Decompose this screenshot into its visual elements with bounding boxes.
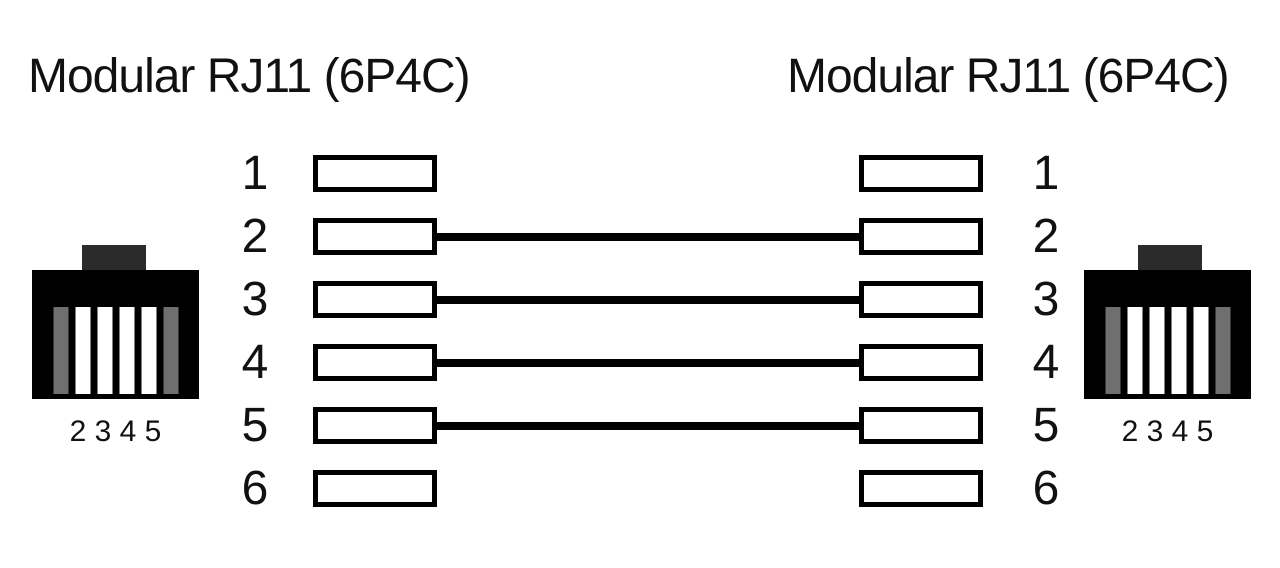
left-pin-number-3: 3: [241, 273, 269, 326]
left-jack-body: [32, 270, 199, 399]
left-pin-number-6: 6: [241, 462, 269, 515]
left-pin-box-4: [313, 344, 437, 381]
right-jack-latch: [1138, 245, 1202, 272]
right-pin-number-1: 1: [1032, 147, 1060, 200]
left-pin-row-3: 3: [230, 273, 437, 326]
right-pin-box-4: [859, 344, 983, 381]
left-contact-4: [119, 307, 134, 394]
right-contact-6: [1215, 307, 1230, 394]
wire-pin-3: [437, 295, 859, 304]
right-pin-row-6: 6: [859, 462, 1066, 515]
left-contact-5: [141, 307, 156, 394]
right-pin-box-6: [859, 470, 983, 507]
wire-pin-5: [437, 421, 859, 430]
wire-pin-4: [437, 358, 859, 367]
right-contact-4: [1171, 307, 1186, 394]
right-pin-number-3: 3: [1032, 273, 1060, 326]
left-pin-row-2: 2: [230, 210, 437, 263]
right-contact-5: [1193, 307, 1208, 394]
right-contact-1: [1105, 307, 1120, 394]
left-pin-box-3: [313, 281, 437, 318]
right-pin-box-5: [859, 407, 983, 444]
right-pin-number-2: 2: [1032, 210, 1060, 263]
left-jack-contacts: [53, 307, 178, 394]
right-pin-row-3: 3: [859, 273, 1066, 326]
left-pin-number-4: 4: [241, 336, 269, 389]
left-jack-pins-label: 2 3 4 5: [69, 415, 162, 448]
right-pin-box-2: [859, 218, 983, 255]
left-pin-row-1: 1: [230, 147, 437, 200]
left-pin-box-5: [313, 407, 437, 444]
right-pin-column: 1 2 3 4 5 6: [859, 147, 1066, 515]
right-pin-box-3: [859, 281, 983, 318]
left-jack-latch: [82, 245, 146, 272]
right-pin-row-4: 4: [859, 336, 1066, 389]
right-pin-number-4: 4: [1032, 336, 1060, 389]
left-pin-row-6: 6: [230, 462, 437, 515]
left-pin-number-1: 1: [241, 147, 269, 200]
left-pin-row-5: 5: [230, 399, 437, 452]
right-connector-title: Modular RJ11 (6P4C): [787, 50, 1230, 103]
left-pin-row-4: 4: [230, 336, 437, 389]
left-pin-box-6: [313, 470, 437, 507]
right-pin-row-5: 5: [859, 399, 1066, 452]
right-pin-box-1: [859, 155, 983, 192]
left-pin-number-5: 5: [241, 399, 269, 452]
right-pin-number-6: 6: [1032, 462, 1060, 515]
right-jack-pins-label: 2 3 4 5: [1121, 415, 1214, 448]
right-jack-body: [1084, 270, 1251, 399]
right-pin-number-5: 5: [1032, 399, 1060, 452]
right-pin-row-1: 1: [859, 147, 1066, 200]
left-pin-number-2: 2: [241, 210, 269, 263]
right-contact-3: [1149, 307, 1164, 394]
wire-pin-2: [437, 232, 859, 241]
left-contact-2: [75, 307, 90, 394]
left-pin-box-1: [313, 155, 437, 192]
left-connector-title: Modular RJ11 (6P4C): [28, 50, 471, 103]
left-pin-box-2: [313, 218, 437, 255]
right-pin-row-2: 2: [859, 210, 1066, 263]
right-contact-2: [1127, 307, 1142, 394]
left-contact-1: [53, 307, 68, 394]
left-contact-3: [97, 307, 112, 394]
right-jack-contacts: [1105, 307, 1230, 394]
left-contact-6: [163, 307, 178, 394]
left-pin-column: 1 2 3 4 5 6: [230, 147, 437, 515]
